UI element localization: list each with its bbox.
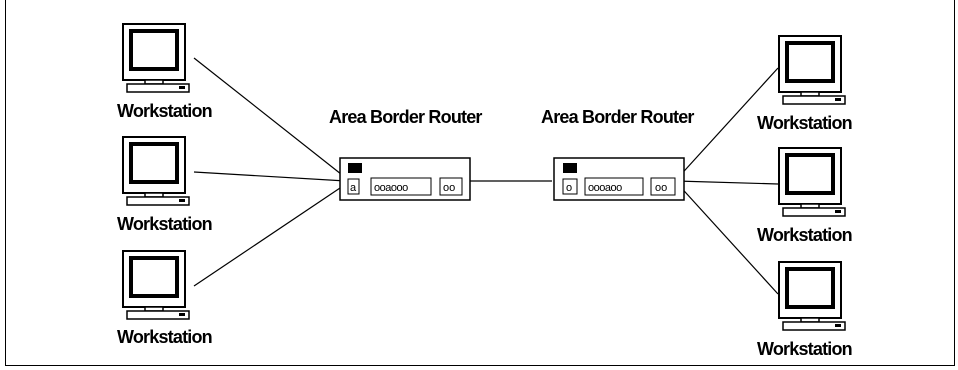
router-label: Area Border Router [541, 107, 694, 127]
workstation-right-1: Workstation [757, 35, 853, 133]
link-left-ws3 [193, 183, 347, 287]
workstation-icon [122, 23, 190, 93]
area-border-router-2: Area Border Router o oooaoo oo [541, 107, 695, 201]
router-port-bank-text: oooaoo [588, 182, 622, 194]
router-port-glyph: a [350, 182, 357, 194]
links [193, 57, 779, 295]
workstation-icon [778, 35, 846, 105]
link-right-ws2 [675, 180, 779, 185]
workstation-left-3: Workstation [117, 250, 213, 347]
workstation-label: Workstation [117, 327, 212, 347]
workstation-icon [778, 261, 846, 331]
router-port-bank [584, 177, 644, 196]
router-status-light [563, 163, 577, 173]
router-aux-text: oo [443, 182, 455, 194]
link-right-ws1 [675, 67, 779, 181]
link-left-ws1 [193, 57, 347, 179]
link-left-ws2 [193, 171, 347, 182]
workstation-right-2: Workstation [757, 147, 853, 245]
router-port-left [562, 178, 578, 195]
router-aux-text: oo [655, 182, 667, 194]
area-border-router-1: Area Border Router a ooaooo oo [329, 107, 483, 201]
router-aux-ports [650, 177, 676, 196]
link-right-ws3 [675, 181, 779, 295]
diagram-frame [5, 0, 955, 366]
workstation-label: Workstation [117, 101, 212, 121]
router-aux-ports [439, 177, 463, 196]
router-port-bank-text: ooaooo [374, 182, 408, 194]
workstation-icon [122, 136, 190, 206]
workstation-left-1: Workstation [117, 23, 213, 121]
router-port-glyph: o [566, 182, 572, 194]
workstation-icon [778, 147, 846, 217]
router-port-bank [370, 177, 432, 196]
workstation-icon [122, 250, 190, 320]
workstation-right-3: Workstation [757, 261, 853, 359]
router-port-left [347, 178, 360, 195]
workstation-label: Workstation [757, 113, 852, 133]
router-status-light [348, 163, 362, 173]
router-label: Area Border Router [329, 107, 482, 127]
workstation-label: Workstation [117, 214, 212, 234]
workstation-label: Workstation [757, 225, 852, 245]
workstation-left-2: Workstation [117, 136, 213, 234]
workstation-label: Workstation [757, 339, 852, 359]
